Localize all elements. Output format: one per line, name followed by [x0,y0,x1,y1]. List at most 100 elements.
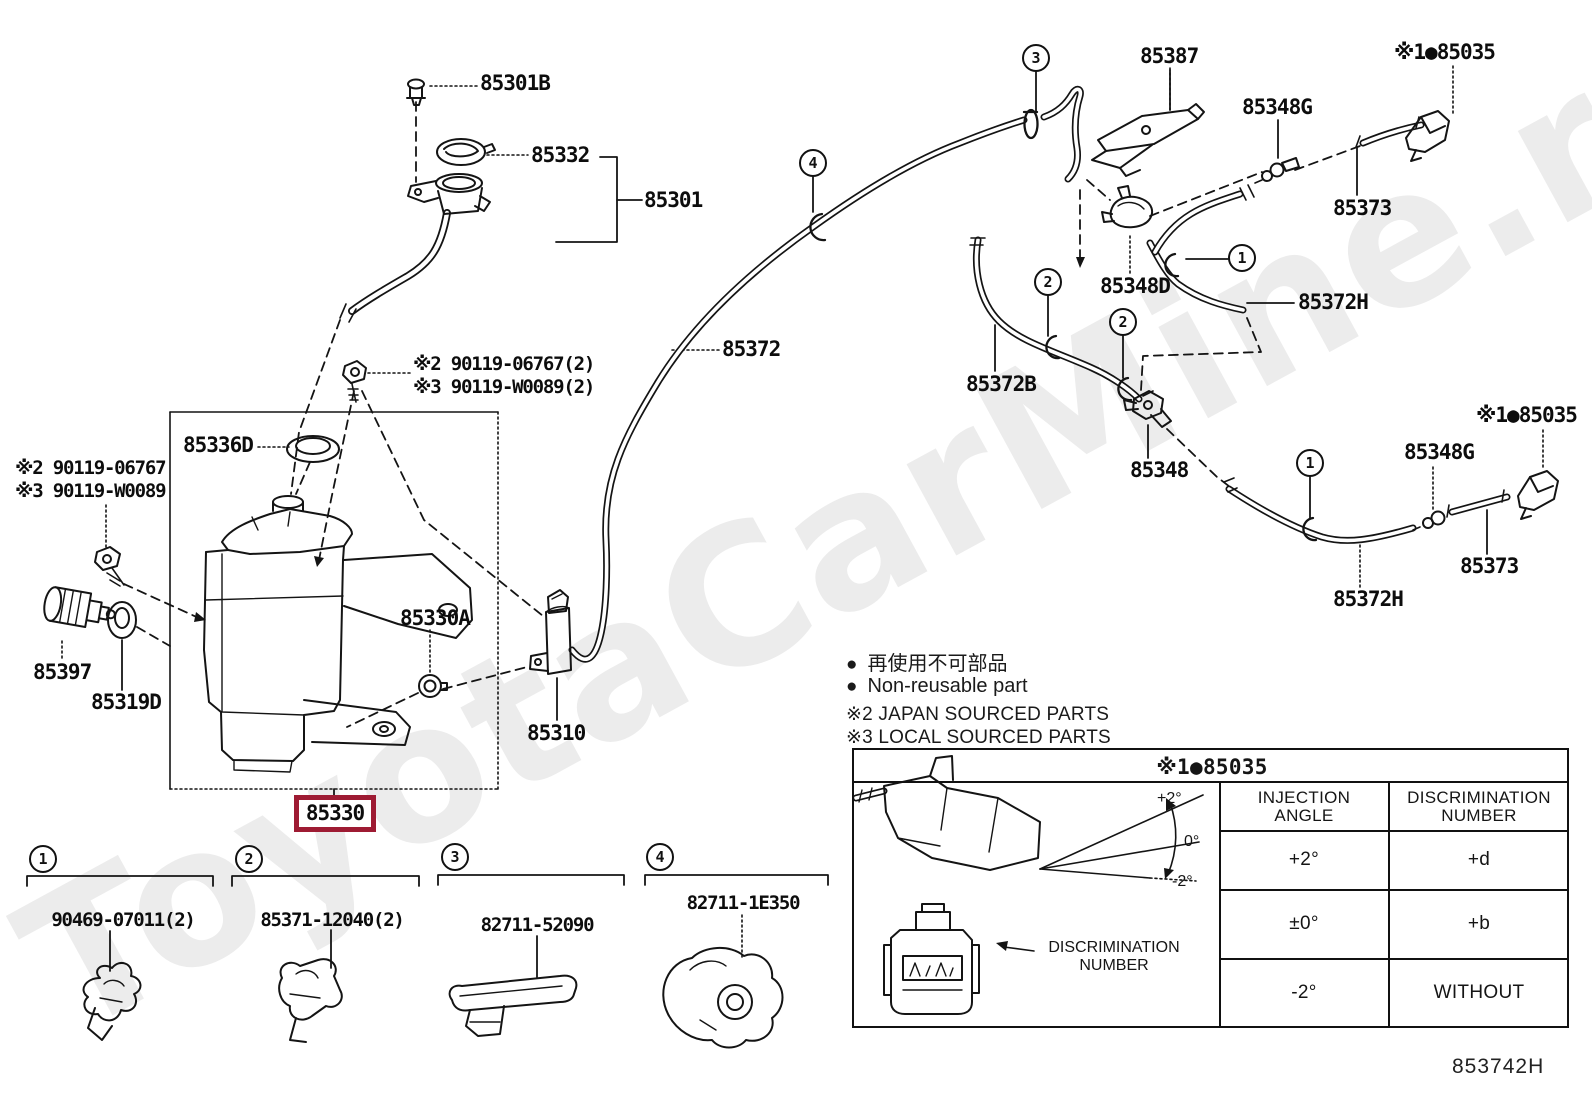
leader-lines-solid [109,69,1488,978]
clip-85371-art [278,958,343,1043]
row2-angle: ±0° [1289,913,1319,934]
row2-disc: +b [1467,913,1491,934]
callout-3-circle: 3 [441,843,469,871]
hose-filler-tube [339,209,451,323]
label-85348: 85348 [1130,458,1189,482]
legend-japan-sourced: ※2 JAPAN SOURCED PARTS [846,704,1110,725]
label-85372: 85372 [722,337,781,361]
bullet-icon: ● [846,676,858,697]
fig-angle-minus2: -2° [1172,873,1193,890]
callout-4-part: 82711-1E350 [686,892,801,914]
marker-circle-2a: 2 [1034,268,1062,296]
label-note-left-2: ※3 90119-W0089 [15,480,167,502]
nozzle-85035-top-art [1405,110,1450,162]
reservoir-tank-art [203,495,473,773]
clip-82711-1E350-art [662,947,784,1049]
table-figure-arc-arrows [996,798,1176,951]
label-85348G-top: 85348G [1242,95,1313,119]
table-figure-nozzle-bottom [883,903,1035,1015]
cap-85336D-art [286,435,340,463]
joint-85348G-top-art [1254,157,1300,184]
label-note-mid-2: ※3 90119-W0089(2) [413,376,595,398]
fig-angle-zero: 0° [1184,833,1200,850]
label-85035-top: ※1●85035 [1394,40,1496,64]
hose-85373-bottom [1446,489,1511,518]
joint-85348G-bottom-art [1412,510,1446,531]
marker-circle-3: 3 [1022,44,1050,72]
row1-angle: +2° [1288,849,1320,870]
label-85373-top: 85373 [1333,196,1392,220]
clip-82711-52090-art [448,974,578,1037]
table-figure-angle-fan [1039,794,1204,882]
screw-left-art [94,546,125,587]
callout-2-part: 85371-12040(2) [260,909,405,931]
row1-disc: +d [1467,849,1491,870]
misc-sleeves [1142,184,1255,493]
injection-angle-table: ※1●85035 INJECTION ANGLE DISCRIMINATION … [852,748,1569,1028]
marker-circle-4: 4 [799,149,827,177]
nozzle-85387-art [1091,103,1205,177]
label-85372H-bottom: 85372H [1333,587,1404,611]
tee-85348-art [1123,390,1172,428]
callout-2-circle: 2 [235,845,263,873]
grommet-85330A-art [418,674,448,698]
col-header-angle: ANGLE [1274,806,1334,825]
hose-clip-icons [809,108,1318,542]
legend-jp-text: 再使用不可部品 [867,653,1008,675]
marker-circle-2b: 2 [1109,308,1137,336]
label-note-left-1: ※2 90119-06767 [15,457,167,479]
hose-85372H-bottom [1225,485,1417,544]
clip-85301B-art [406,78,426,106]
hose-85372B [969,236,1143,403]
label-85301: 85301 [644,188,703,212]
label-85035-bottom: ※1●85035 [1476,403,1578,427]
legend-non-reusable-en: ● Non-reusable part [846,675,1028,698]
marker-circle-1a: 1 [1228,244,1256,272]
label-85310: 85310 [527,721,586,745]
callout-brackets [26,874,829,887]
cap-85332-art [436,138,496,166]
check-valve-85348D-art [1101,185,1154,229]
clip-90469-art [82,961,142,1041]
fig-disc-label-1: DISCRIMINATION [1048,939,1180,956]
legend-non-reusable-jp: ● 再使用不可部品 [846,647,1007,676]
col-header-discrimination: DISCRIMINATION [1407,788,1551,807]
label-85348D: 85348D [1100,274,1171,298]
label-85330: 85330 [305,801,365,826]
callout-4-circle: 4 [646,843,674,871]
bullet-icon: ● [846,654,858,675]
label-85330A: 85330A [400,606,471,630]
fig-disc-label-2: NUMBER [1079,957,1149,974]
hose-85372H-top [1146,190,1247,314]
highlighted-part-85330: 85330 [294,795,376,832]
label-85373-bottom: 85373 [1460,554,1519,578]
grommet-85319D-art [107,601,137,639]
marker-circle-1b: 1 [1296,449,1324,477]
table-title: ※1●85035 [1156,754,1268,779]
label-note-mid-1: ※2 90119-06767(2) [413,353,595,375]
fig-angle-plus2: +2° [1157,790,1182,807]
label-85301B: 85301B [480,71,551,95]
callout-1-part: 90469-07011(2) [51,909,196,931]
label-85397: 85397 [33,660,92,684]
assembly-lines-dashed [123,101,1361,728]
label-85372H-top: 85372H [1298,290,1369,314]
label-85336D: 85336D [183,433,254,457]
label-85348G-bottom: 85348G [1404,440,1475,464]
arrowheads [194,257,1085,622]
legend-en-text: Non-reusable part [867,675,1028,697]
filler-neck-art [407,173,491,215]
pump-85310-art [529,589,572,675]
col-header-number: NUMBER [1441,806,1517,825]
table-figure-nozzle-side [852,755,1041,871]
row3-disc: WITHOUT [1433,982,1525,1003]
label-85319D: 85319D [91,690,162,714]
callout-3-part: 82711-52090 [480,914,595,936]
hose-85372 [568,85,1084,663]
col-header-injection: INJECTION [1257,788,1351,807]
motor-85397-art [43,586,116,629]
row3-angle: -2° [1291,982,1317,1003]
legend-local-sourced: ※3 LOCAL SOURCED PARTS [846,727,1111,748]
